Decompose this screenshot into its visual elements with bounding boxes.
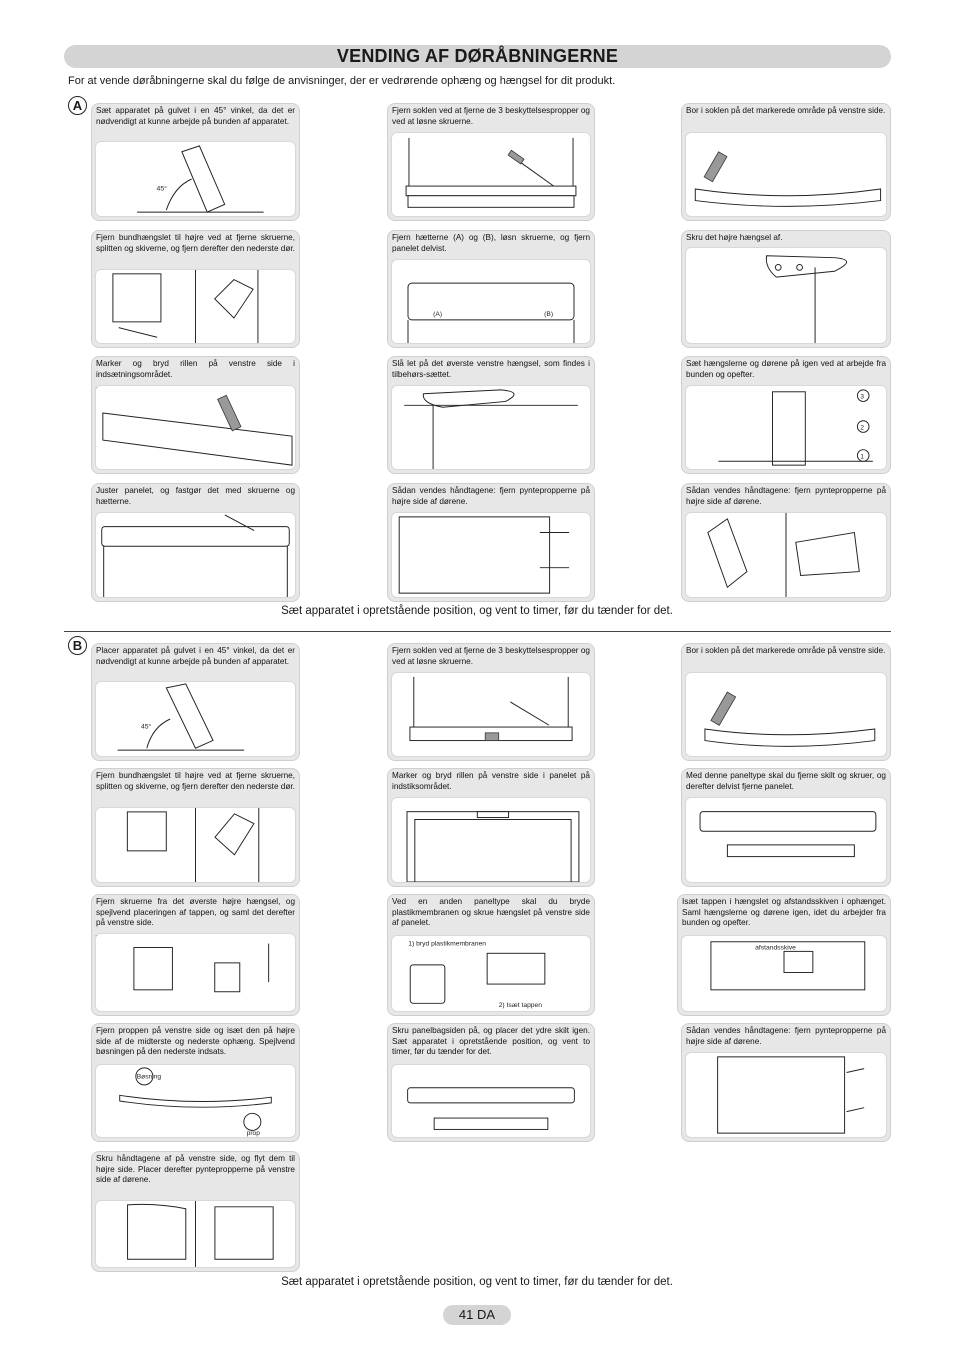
step-b-1: Placer apparatet på gulvet i en 45° vink… — [91, 643, 300, 761]
step-b-12: Sådan vendes håndtagene: fjern pynteprop… — [681, 1023, 891, 1142]
step-text: Bor i soklen på det markerede område på … — [686, 646, 886, 655]
step-text: Marker og bryd rillen på venstre side i … — [96, 359, 295, 379]
step-a-3: Bor i soklen på det markerede område på … — [681, 103, 891, 221]
step-text: Sæt hængslerne og dørene på igen ved at … — [686, 359, 886, 379]
step-text: Marker og bryd rillen på venstre side i … — [392, 771, 590, 791]
step-illustration — [685, 1052, 887, 1138]
angle-label: 45° — [157, 185, 168, 193]
step-text: Fjern skruerne fra det øverste højre hæn… — [96, 897, 295, 928]
step-a-6: Skru det højre hængsel af. 6 — [681, 230, 891, 348]
step-a-8: Slå let på det øverste venstre hængsel, … — [387, 356, 595, 474]
step-illustration — [391, 797, 591, 883]
step-illustration — [685, 247, 887, 344]
step-b-9: Isæt tappen i hængslet og afstandsskiven… — [677, 894, 891, 1016]
step-text: Fjern proppen på venstre side og isæt de… — [96, 1026, 295, 1057]
step-illustration: 45° — [95, 681, 296, 757]
step-illustration — [685, 672, 887, 757]
section-b-footer-note: Sæt apparatet i opretstående position, o… — [281, 1276, 673, 1288]
step-text: Sådan vendes håndtagene: fjern pynteprop… — [392, 486, 590, 506]
label-break-membrane: 1) bryd plastikmembranen — [408, 941, 486, 948]
section-divider — [64, 631, 891, 632]
step-illustration — [95, 933, 296, 1012]
step-text: Skru det højre hængsel af. — [686, 233, 783, 242]
step-illustration — [685, 512, 887, 598]
step-illustration — [391, 132, 591, 217]
step-text: Med denne paneltype skal du fjerne skilt… — [686, 771, 886, 791]
step-b-8: Ved en anden paneltype skal du bryde pla… — [387, 894, 595, 1016]
label-b: (B) — [544, 311, 553, 318]
step-text: Fjern bundhængslet til højre ved at fjer… — [96, 233, 295, 253]
step-text: Fjern hætterne (A) og (B), løsn skruerne… — [392, 233, 590, 253]
seq-2: 2 — [860, 424, 864, 431]
step-a-11: Sådan vendes håndtagene: fjern pynteprop… — [387, 483, 595, 602]
step-text: Sådan vendes håndtagene: fjern pynteprop… — [686, 1026, 886, 1046]
section-a-marker: A — [68, 96, 87, 115]
step-a-2: Fjern soklen ved at fjerne de 3 beskytte… — [387, 103, 595, 221]
angle-label: 45° — [141, 723, 152, 731]
step-a-1: Sæt apparatet på gulvet i en 45° vinkel,… — [91, 103, 300, 221]
step-text: Sådan vendes håndtagene: fjern pynteprop… — [686, 486, 886, 506]
step-text: Skru panelbagsiden på, og placer det ydr… — [392, 1026, 590, 1057]
step-illustration — [95, 269, 296, 344]
step-illustration — [391, 512, 591, 598]
page-title: VENDING AF DØRÅBNINGERNE — [64, 45, 891, 68]
step-illustration — [391, 672, 591, 757]
step-a-12: Sådan vendes håndtagene: fjern pynteprop… — [681, 483, 891, 602]
step-illustration — [95, 807, 296, 883]
step-text: Skru håndtagene af på venstre side, og f… — [96, 1154, 295, 1185]
step-a-4: Fjern bundhængslet til højre ved at fjer… — [91, 230, 300, 348]
label-insert-pin: 2) Isæt tappen — [499, 1002, 543, 1009]
step-text: Slå let på det øverste venstre hængsel, … — [392, 359, 590, 379]
step-a-9: Sæt hængslerne og dørene på igen ved at … — [681, 356, 891, 474]
step-b-4: Fjern bundhængslet til højre ved at fjer… — [91, 768, 300, 887]
step-b-10: Fjern proppen på venstre side og isæt de… — [91, 1023, 300, 1142]
label-plug: prop — [247, 1130, 261, 1137]
step-illustration: 1) bryd plastikmembranen 2) Isæt tappen — [391, 935, 591, 1012]
step-illustration: 45° — [95, 141, 296, 217]
step-illustration: (A) (B) — [391, 259, 591, 344]
step-text: Fjern soklen ved at fjerne de 3 beskytte… — [392, 646, 590, 666]
step-text: Placer apparatet på gulvet i en 45° vink… — [96, 646, 295, 666]
section-a-footer-note: Sæt apparatet i opretstående position, o… — [281, 605, 673, 617]
step-text: Fjern soklen ved at fjerne de 3 beskytte… — [392, 106, 590, 126]
step-illustration — [391, 1064, 591, 1138]
step-b-7: Fjern skruerne fra det øverste højre hæn… — [91, 894, 300, 1016]
step-b-3: Bor i soklen på det markerede område på … — [681, 643, 891, 761]
seq-3: 3 — [860, 394, 864, 401]
step-illustration: Bøsning prop — [95, 1064, 296, 1138]
step-text: Isæt tappen i hængslet og afstandsskiven… — [682, 897, 886, 928]
step-b-2: Fjern soklen ved at fjerne de 3 beskytte… — [387, 643, 595, 761]
step-a-7: Marker og bryd rillen på venstre side i … — [91, 356, 300, 474]
page-number: 41 DA — [443, 1305, 511, 1325]
step-text: Juster panelet, og fastgør det med skrue… — [96, 486, 295, 506]
step-a-5: Fjern hætterne (A) og (B), løsn skruerne… — [387, 230, 595, 348]
step-illustration — [391, 385, 591, 470]
step-a-10: Juster panelet, og fastgør det med skrue… — [91, 483, 300, 602]
label-bushing: Bøsning — [137, 1073, 162, 1080]
step-text: Sæt apparatet på gulvet i en 45° vinkel,… — [96, 106, 295, 126]
step-illustration — [685, 132, 887, 217]
step-illustration — [95, 385, 296, 470]
step-illustration — [95, 512, 296, 598]
step-illustration — [95, 1200, 296, 1268]
step-text: Fjern bundhængslet til højre ved at fjer… — [96, 771, 295, 791]
step-b-11: Skru panelbagsiden på, og placer det ydr… — [387, 1023, 595, 1142]
step-text: Bor i soklen på det markerede område på … — [686, 106, 886, 115]
label-a: (A) — [433, 311, 442, 318]
step-text: Ved en anden paneltype skal du bryde pla… — [392, 897, 590, 928]
step-illustration: afstandsskive — [681, 935, 887, 1012]
step-illustration: 3 2 1 — [685, 385, 887, 470]
label-spacer: afstandsskive — [755, 944, 796, 951]
step-b-5: Marker og bryd rillen på venstre side i … — [387, 768, 595, 887]
step-illustration — [685, 797, 887, 883]
section-b-marker: B — [68, 636, 87, 655]
step-b-6: Med denne paneltype skal du fjerne skilt… — [681, 768, 891, 887]
seq-1: 1 — [860, 453, 864, 460]
intro-text: For at vende døråbningerne skal du følge… — [68, 75, 616, 87]
step-b-13: Skru håndtagene af på venstre side, og f… — [91, 1151, 300, 1272]
